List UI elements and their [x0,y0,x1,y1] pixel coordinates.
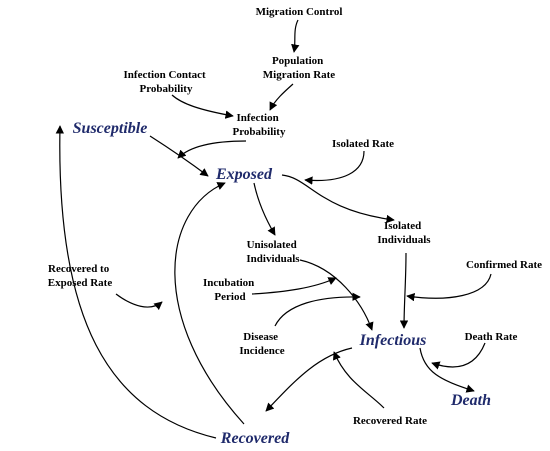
recovered-stock: Recovered [220,430,290,447]
link-infectious-to-recovered [265,347,353,412]
link-isolated-rate-to-exposed-isolated-flow [304,150,365,185]
disease-incidence-label: Disease Incidence [239,331,284,357]
link-unisolated-individuals-to-infectious [299,259,374,331]
links [55,19,492,439]
isolated-rate-label: Isolated Rate [332,138,394,150]
exposed-stock: Exposed [215,166,273,183]
recovered-to-exposed-rate-label: Recovered to Exposed Rate [48,263,113,289]
link-recovered-to-exposed [174,182,245,425]
link-infectious-to-death [419,347,475,393]
link-exposed-to-isolated-individuals [281,174,395,224]
death-rate-label: Death Rate [465,331,518,343]
infection-probability-label: Infection Probability [233,112,286,138]
incubation-period-label: Incubation Period [203,277,257,303]
link-migration-control-to-population-migration-rate [291,19,300,53]
link-exposed-to-unisolated-individuals [253,182,276,236]
stock-labels: Susceptible Exposed Infectious Death Rec… [73,120,491,447]
infectious-stock: Infectious [359,332,427,349]
link-confirmed-rate-to-isolated-infectious-flow [406,273,492,302]
recovered-rate-label: Recovered Rate [353,415,427,427]
link-population-migration-rate-to-infection-probability [269,83,294,111]
infection-contact-probability-label: Infection Contact Probability [124,69,209,95]
migration-control-label: Migration Control [256,6,343,18]
link-death-rate-to-infectious-death-flow [431,342,486,370]
link-incubation-period-to-unisolated-infectious-flow [251,277,337,295]
variable-labels: Migration Control Population Migration R… [48,6,542,427]
link-isolated-individuals-to-infectious [399,252,409,329]
link-infection-probability-to-susceptible-exposed-flow [177,140,247,159]
death-stock: Death [450,392,491,409]
population-migration-rate-label: Population Migration Rate [263,55,336,81]
link-recovered-rate-to-infectious-recovered-flow [333,351,385,409]
unisolated-individuals-label: Unisolated Individuals [246,239,300,265]
link-susceptible-to-exposed [149,135,209,177]
link-disease-incidence-to-unisolated-infectious-flow [274,292,361,327]
confirmed-rate-label: Confirmed Rate [466,259,542,271]
isolated-individuals-label: Isolated Individuals [377,220,431,246]
link-recovered-to-susceptible [55,125,217,439]
link-infection-contact-probability-to-infection-probability [171,94,234,119]
susceptible-stock: Susceptible [73,120,148,137]
link-recovered-to-exposed-rate-to-recovered-exposed-flow [115,293,163,311]
